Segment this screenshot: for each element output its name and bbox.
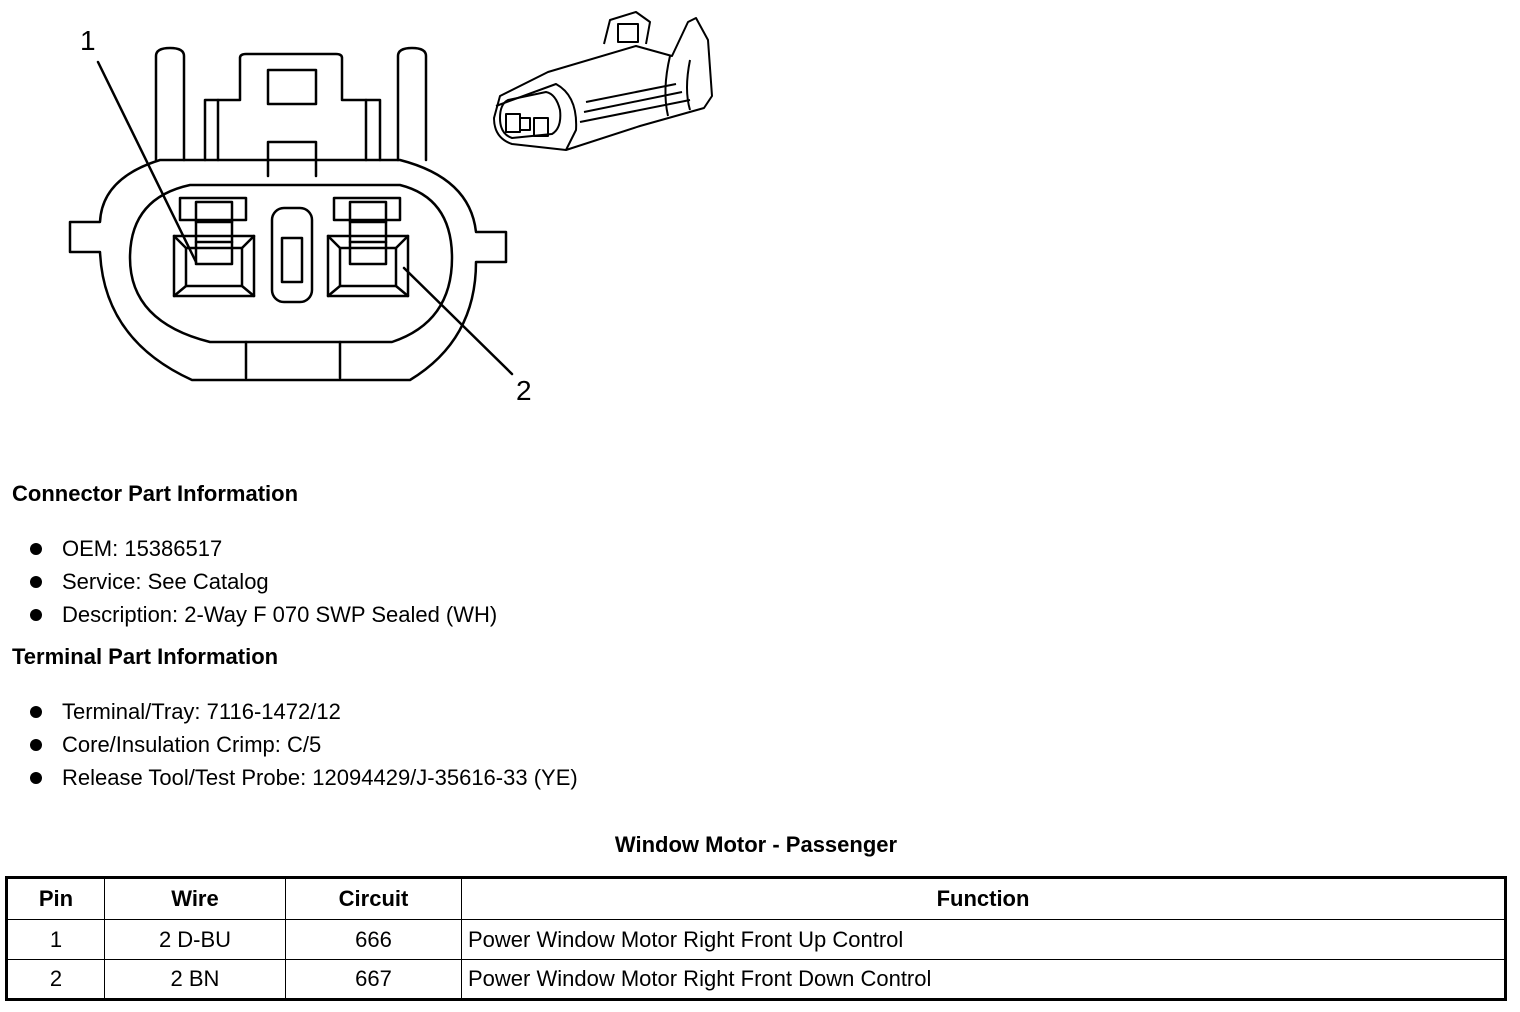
connector-part-info-list: OEM: 15386517 Service: See Catalog Descr…: [28, 532, 497, 631]
pinout-table: Pin Wire Circuit Function 1 2 D-BU 666 P…: [5, 876, 1507, 1001]
column-header-wire: Wire: [104, 877, 286, 920]
connector-diagram: 1 2: [68, 11, 713, 406]
connector-inner-face: [128, 183, 454, 344]
table-row: 1 2 D-BU 666 Power Window Motor Right Fr…: [6, 919, 1506, 960]
column-header-function: Function: [461, 877, 1506, 920]
table-row: 2 2 BN 667 Power Window Motor Right Fron…: [6, 959, 1506, 1000]
connector-outer-shell: [68, 158, 508, 382]
column-header-pin: Pin: [6, 877, 105, 920]
cell-pin: 2: [6, 959, 105, 1000]
terminal-cavity-1: [172, 196, 256, 298]
terminal-cavity-2: [326, 196, 410, 298]
center-key: [270, 206, 314, 304]
cell-wire: 2 BN: [104, 959, 286, 1000]
list-item: OEM: 15386517: [28, 532, 497, 565]
connector-right-post: [396, 46, 428, 162]
callout-2-leader: [402, 266, 514, 376]
connector-3d-icon: [493, 11, 713, 151]
table-title: Window Motor - Passenger: [614, 832, 898, 857]
table-header-row: Pin Wire Circuit Function: [6, 877, 1506, 920]
list-item: Core/Insulation Crimp: C/5: [28, 728, 578, 761]
list-item: Service: See Catalog: [28, 565, 497, 598]
column-header-circuit: Circuit: [285, 877, 462, 920]
connector-part-info-heading: Connector Part Information: [12, 481, 299, 506]
cell-wire: 2 D-BU: [104, 919, 286, 960]
cell-circuit: 666: [285, 919, 462, 960]
callout-1: 1: [80, 25, 96, 56]
callout-2: 2: [516, 375, 532, 406]
cell-function: Power Window Motor Right Front Down Cont…: [461, 959, 1506, 1000]
cell-function: Power Window Motor Right Front Up Contro…: [461, 919, 1506, 960]
list-item: Description: 2-Way F 070 SWP Sealed (WH): [28, 598, 497, 631]
connector-left-post: [154, 46, 186, 162]
list-item: Terminal/Tray: 7116-1472/12: [28, 695, 578, 728]
terminal-part-info-list: Terminal/Tray: 7116-1472/12 Core/Insulat…: [28, 695, 578, 794]
connector-top-latch: [203, 52, 382, 162]
list-item: Release Tool/Test Probe: 12094429/J-3561…: [28, 761, 578, 794]
terminal-part-info-heading: Terminal Part Information: [12, 644, 279, 669]
callout-1-leader: [96, 60, 198, 264]
cell-circuit: 667: [285, 959, 462, 1000]
cell-pin: 1: [6, 919, 105, 960]
